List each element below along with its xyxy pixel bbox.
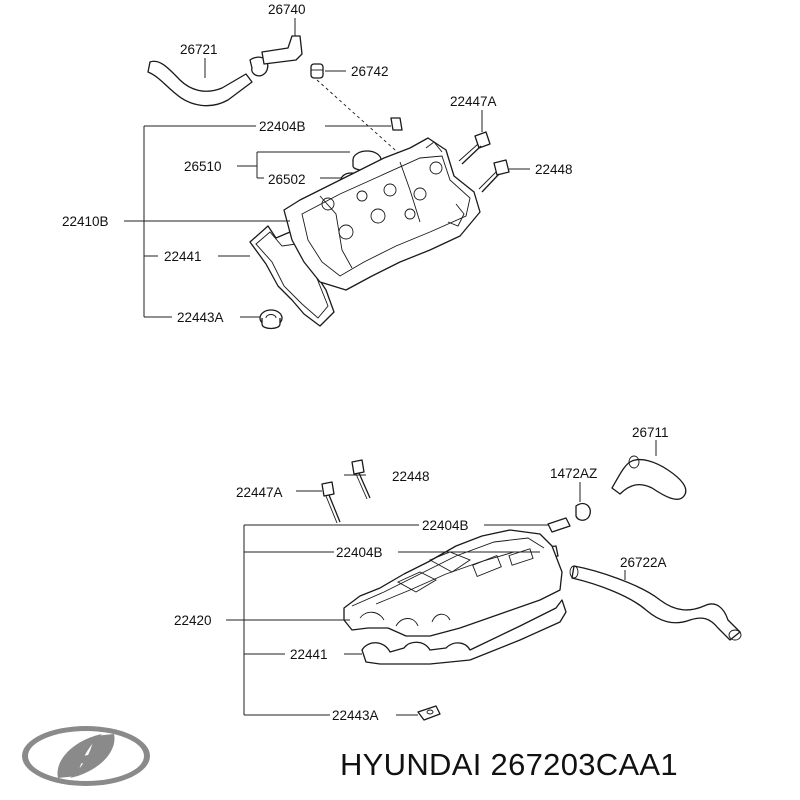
label-22404B-lower-a: 22404B [422,518,469,533]
lower-assembly: 26711 22448 1472AZ 22447A 22404B 22404B … [174,425,742,723]
cover-gasket-22441 [249,225,335,327]
label-22404B: 22404B [259,119,306,134]
label-26740: 26740 [268,2,306,17]
label-26502: 26502 [268,172,306,187]
label-22447A: 22447A [450,94,497,109]
breather-hose-26711 [611,458,687,500]
label-22448-lower: 22448 [392,469,430,484]
cover-gasket-22441-lower [361,599,567,665]
label-22448: 22448 [535,162,573,177]
label-22443A-lower: 22443A [332,708,379,723]
washer-22443A-lower [417,705,441,721]
washer-22443A [259,309,283,330]
cylinder-head-cover-22420 [343,529,563,637]
label-26711: 26711 [632,425,669,440]
pcv-nipple-22404B-a [547,517,571,533]
label-22410B: 22410B [62,214,109,229]
label-26742: 26742 [351,64,389,79]
grommet-26742 [310,63,324,79]
bolt-22447A-lower [321,481,341,524]
dowel-22404B [390,117,403,131]
label-26721: 26721 [180,42,218,57]
bolt-22448 [478,159,510,193]
label-26510: 26510 [184,159,222,174]
rocker-cover-22410B [283,137,481,291]
label-1472AZ: 1472AZ [550,466,597,481]
clamp-1472AZ [575,502,591,521]
label-22404B-lower-b: 22404B [336,545,383,560]
pcv-elbow-26740 [261,35,303,65]
breather-hose-26721 [147,60,253,107]
part-caption: HYUNDAI 267203CAA1 [340,747,678,782]
label-22441: 22441 [164,249,202,264]
bolt-22448-lower [351,459,371,500]
label-22420: 22420 [174,613,212,628]
pcv-hose-26722A [571,565,741,641]
label-26722A: 26722A [620,555,667,570]
label-22447A-lower: 22447A [236,485,283,500]
label-22441-lower: 22441 [290,647,328,662]
upper-assembly: 26740 26721 26742 22447A 22404B 26510 26… [62,2,573,330]
bolt-22447A [458,131,491,165]
label-22443A: 22443A [177,310,224,325]
hyundai-logo [22,726,150,786]
